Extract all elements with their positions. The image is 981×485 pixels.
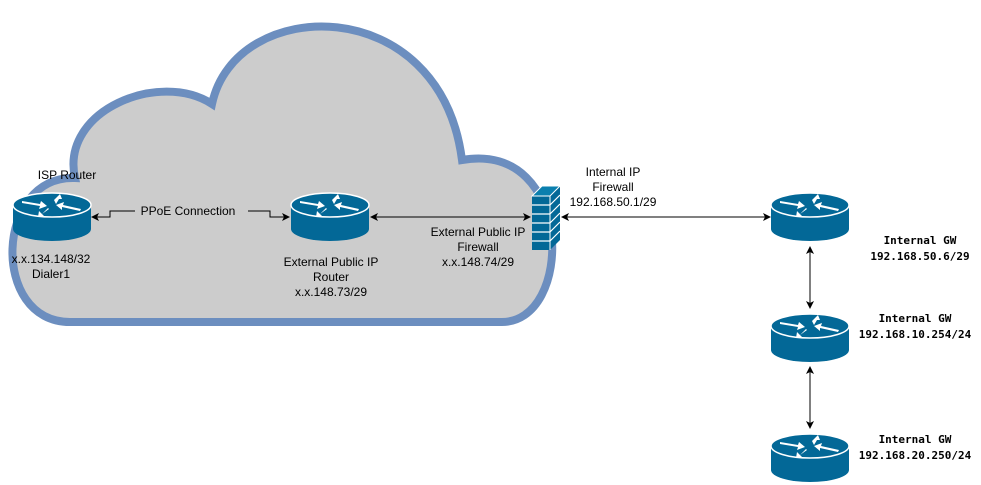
ext-router-label-2: Router: [313, 270, 349, 284]
firewall-int-ip: 192.168.50.1/29: [570, 195, 657, 209]
firewall-icon[interactable]: [530, 185, 562, 250]
firewall-ext-ip: x.x.148.74/29: [442, 255, 514, 269]
gw3-ip: 192.168.20.250/24: [859, 449, 972, 462]
isp-router-ip: x.x.134.148/32: [12, 252, 91, 266]
internal-gw3-router-icon[interactable]: [770, 433, 850, 483]
isp-router-icon[interactable]: [12, 192, 92, 242]
internal-gw1-router-icon[interactable]: [770, 192, 850, 242]
firewall-ext-label-2: Firewall: [457, 240, 498, 254]
firewall-int-label-1: Internal IP: [586, 165, 641, 179]
external-router-icon[interactable]: [290, 192, 370, 242]
ext-router-label-1: External Public IP: [284, 255, 379, 269]
isp-router-title: ISP Router: [38, 168, 96, 182]
gw3-title: Internal GW: [879, 433, 952, 446]
internal-gw2-router-icon[interactable]: [770, 313, 850, 363]
ppoe-link: [91, 210, 290, 221]
firewall-ext-label-1: External Public IP: [431, 225, 526, 239]
gw1-title: Internal GW: [884, 234, 957, 247]
firewall-int-label-2: Firewall: [592, 180, 633, 194]
gw2-title: Internal GW: [879, 312, 952, 325]
gw2-ip: 192.168.10.254/24: [859, 328, 972, 341]
ext-router-ip: x.x.148.73/29: [295, 285, 367, 299]
gw1-ip: 192.168.50.6/29: [870, 250, 969, 263]
ppoe-label: PPoE Connection: [141, 204, 236, 218]
isp-router-iface: Dialer1: [32, 267, 70, 281]
